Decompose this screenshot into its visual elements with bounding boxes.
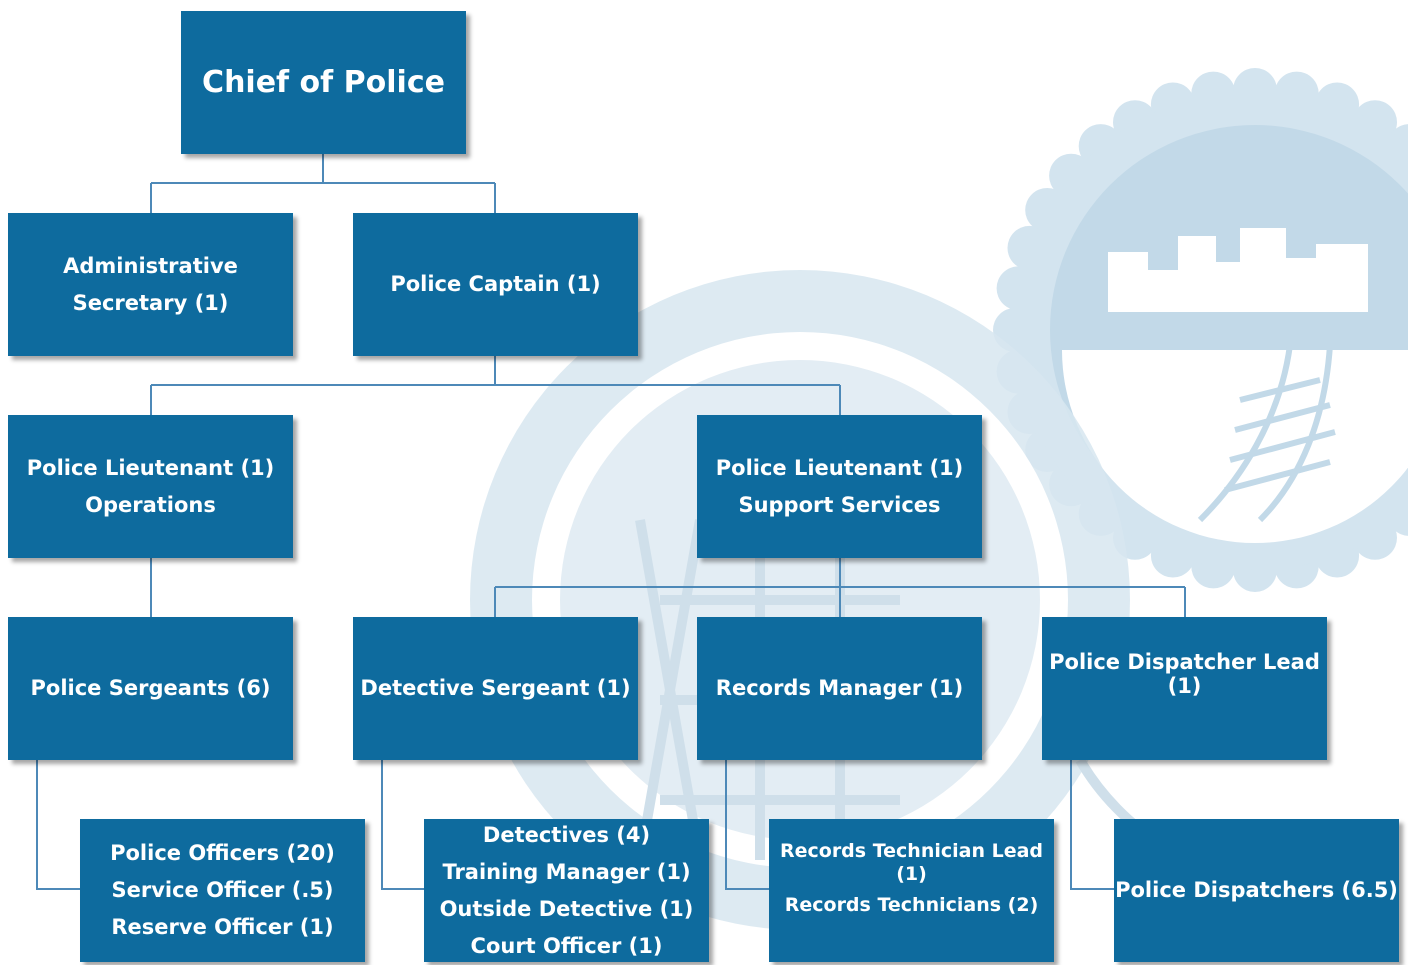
node-label-line: Training Manager (1): [442, 859, 691, 884]
node-label-line: Detective Sergeant (1): [360, 676, 631, 700]
node-label-line: Chief of Police: [202, 65, 445, 100]
node-label-line: Records Technicians (2): [784, 894, 1039, 916]
connector-records-mgr-techs: [725, 760, 769, 890]
node-label-line: Secretary (1): [72, 290, 229, 315]
connector-captain-lieutenants: [150, 356, 841, 415]
node-label-line: Police Sergeants (6): [30, 676, 271, 700]
node-label-line: Operations: [85, 492, 216, 517]
node-records-technicians: Records Technician Lead(1) Records Techni…: [769, 819, 1054, 962]
node-label-line: Court Officer (1): [470, 933, 663, 958]
node-label-line: Police Captain (1): [390, 272, 601, 296]
connector-detective-sgt-detectives: [381, 760, 424, 890]
node-label-line: Administrative: [63, 253, 238, 278]
node-police-sergeants: Police Sergeants (6): [8, 617, 293, 760]
node-label-line: Police Lieutenant (1): [715, 455, 964, 480]
node-police-officers: Police Officers (20) Service Officer (.5)…: [80, 819, 365, 962]
node-detective-sergeant: Detective Sergeant (1): [353, 617, 638, 760]
node-label-line: Police Lieutenant (1): [26, 455, 275, 480]
node-label-line: Records Technician Lead: [779, 840, 1044, 862]
node-label-line: Outside Detective (1): [439, 896, 694, 921]
node-records-manager: Records Manager (1): [697, 617, 982, 760]
node-lieutenant-operations: Police Lieutenant (1) Operations: [8, 415, 293, 558]
node-label-line: (1): [1167, 673, 1202, 698]
node-police-captain: Police Captain (1): [353, 213, 638, 356]
connector-lt-support-children: [494, 558, 1186, 617]
connector-sergeants-officers: [36, 760, 80, 890]
node-label-line: Police Dispatcher Lead: [1049, 649, 1320, 674]
node-label-line: Records Manager (1): [715, 676, 964, 700]
node-label-line: Support Services: [738, 492, 941, 517]
node-label-line: Police Dispatchers (6.5): [1115, 878, 1398, 902]
node-lieutenant-support-services: Police Lieutenant (1) Support Services: [697, 415, 982, 558]
node-police-dispatcher-lead: Police Dispatcher Lead(1): [1042, 617, 1327, 760]
node-label-line: (1): [896, 863, 927, 885]
node-label-line: Service Officer (.5): [111, 878, 334, 902]
node-chief-of-police: Chief of Police: [181, 11, 466, 154]
connector-chief-children: [150, 154, 496, 213]
connector-dispatch-lead-dispatchers: [1070, 760, 1114, 890]
node-police-dispatchers: Police Dispatchers (6.5): [1114, 819, 1399, 962]
node-label-line: Police Officers (20): [110, 841, 335, 865]
node-label-line: Reserve Officer (1): [111, 915, 334, 939]
node-detectives: Detectives (4) Training Manager (1) Outsid…: [424, 819, 709, 962]
node-label-line: Detectives (4): [482, 822, 651, 847]
